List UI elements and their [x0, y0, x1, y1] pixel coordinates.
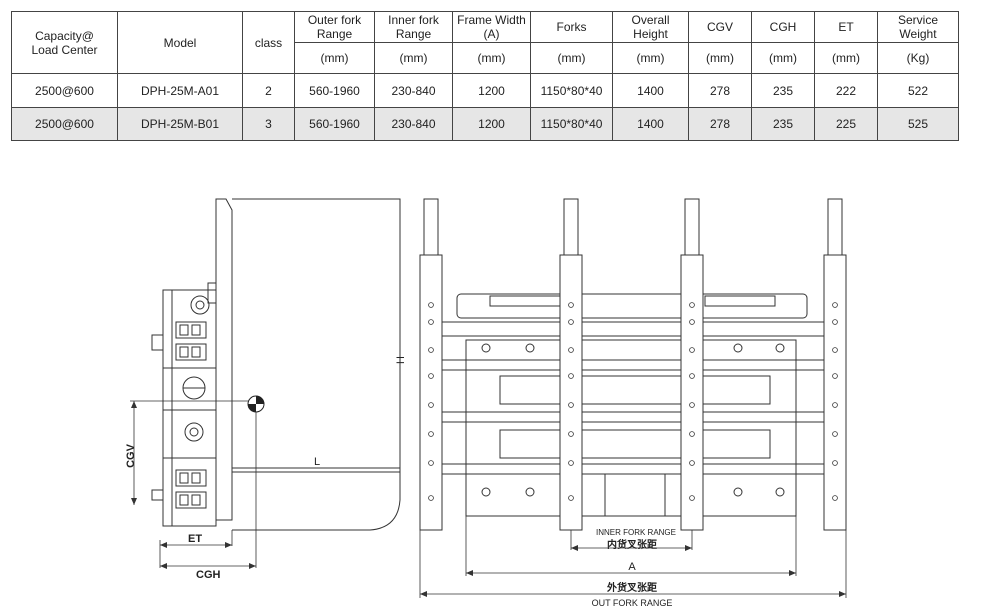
label-outer-fork-range-cn: 外货叉张距 [606, 581, 657, 594]
label-outer-fork-range: OUT FORK RANGE [592, 598, 673, 608]
cell-et: 222 [814, 73, 878, 108]
label-a: A [628, 561, 636, 573]
col-forks: Forks [530, 10, 613, 44]
fork-holes [428, 302, 838, 501]
cell-outer-fork: 560-1960 [294, 73, 375, 108]
fork-upright [823, 198, 847, 531]
cell-frame-width: 1200 [452, 106, 531, 142]
col-capacity: Capacity@ Load Center [11, 10, 118, 75]
fork-upright [419, 198, 443, 531]
cell-frame-width: 1200 [452, 73, 531, 108]
cell-overall-height: 1400 [612, 106, 689, 142]
col-cgv: CGV [688, 10, 752, 44]
side-load-plate [215, 198, 233, 521]
unit-service-weight: (Kg) [877, 42, 959, 75]
front-view [439, 293, 831, 517]
col-outer-fork: Outer fork Range [294, 10, 375, 44]
unit-frame-width: (mm) [452, 42, 531, 75]
label-cgv: CGV [125, 443, 137, 468]
label-cgh: CGH [196, 569, 221, 581]
side-body [232, 198, 401, 473]
cell-inner-fork: 230-840 [374, 73, 453, 108]
cell-class: 3 [242, 106, 295, 142]
center-of-gravity-icon [247, 395, 265, 413]
col-frame-width: Frame Width (A) [452, 10, 531, 44]
spec-table: Capacity@ Load Center Model class Outer … [11, 10, 959, 142]
unit-outer-fork: (mm) [294, 42, 375, 75]
col-cgh: CGH [751, 10, 815, 44]
label-inner-fork-range: INNER FORK RANGE [596, 528, 676, 537]
cell-forks: 1150*80*40 [530, 106, 613, 142]
col-overall-height: Overall Height [612, 10, 689, 44]
unit-cgh: (mm) [751, 42, 815, 75]
side-carriage [162, 289, 217, 527]
top-beam [456, 293, 808, 319]
cell-et: 225 [814, 106, 878, 142]
side-view [130, 198, 401, 569]
side-fork [232, 467, 401, 531]
unit-forks: (mm) [530, 42, 613, 75]
front-frame [465, 339, 797, 517]
header-row: Capacity@ Load Center Model class Outer … [11, 10, 959, 75]
cell-outer-fork: 560-1960 [294, 106, 375, 142]
cell-capacity: 2500@600 [11, 106, 118, 142]
cell-cgh: 235 [751, 106, 815, 142]
cell-class: 2 [242, 73, 295, 108]
side-pin [190, 295, 210, 315]
col-et: ET [814, 10, 878, 44]
table-row: 2500@600 DPH-25M-B01 3 560-1960 230-840 … [11, 106, 959, 142]
fork-upright [680, 198, 704, 531]
label-inner-fork-range-cn: 内货叉张距 [607, 538, 657, 551]
cell-model: DPH-25M-A01 [117, 73, 243, 108]
label-h: H [395, 356, 407, 364]
col-service-weight: Service Weight [877, 10, 959, 44]
label-l: L [314, 456, 320, 468]
cell-model: DPH-25M-B01 [117, 106, 243, 142]
cell-service-weight: 522 [877, 73, 959, 108]
front-dimensions [419, 516, 847, 598]
fork-upright [559, 198, 583, 531]
cell-inner-fork: 230-840 [374, 106, 453, 142]
cell-service-weight: 525 [877, 106, 959, 142]
label-et: ET [188, 533, 202, 545]
col-class: class [242, 10, 295, 75]
col-inner-fork: Inner fork Range [374, 10, 453, 44]
